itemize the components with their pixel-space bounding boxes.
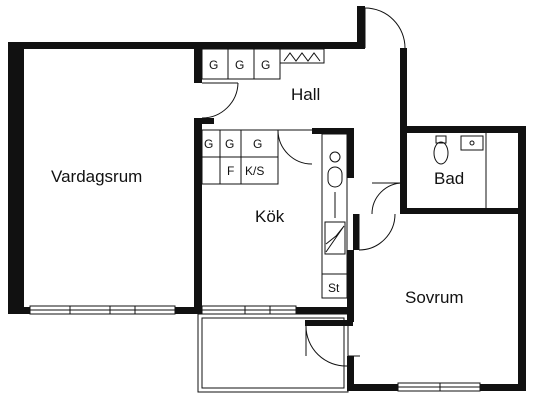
toilet-icon [433,141,449,165]
kitchen-storage-label: St [328,281,340,295]
kitchen-freezer-label: F [227,164,234,178]
room-label-kok: Kök [255,207,285,226]
kitchen-fridge-freezer-label: K/S [245,164,264,178]
kitchen-cabinets: G G G F K/S [201,129,279,185]
hall-cabinet-label: G [261,58,270,72]
windows [11,85,521,392]
balcony [197,313,349,393]
room-label-sovrum: Sovrum [405,288,464,307]
hall-cabinet-label: G [235,58,244,72]
kitchen-cabinet-label: G [204,137,213,151]
interior-walls [194,48,407,322]
kitchen-cabinet-label: G [225,137,234,151]
hall-cabinets: G G G [201,48,325,80]
doors [201,7,406,367]
kitchen-counter: St [321,133,348,299]
kitchen-cabinet-label: G [253,137,262,151]
sink-icon [460,135,484,151]
room-label-hall: Hall [291,85,320,104]
hall-cabinet-label: G [209,58,218,72]
room-label-vardagsrum: Vardagsrum [51,167,142,186]
room-label-bad: Bad [434,169,464,188]
bathroom-fixtures [433,133,487,208]
